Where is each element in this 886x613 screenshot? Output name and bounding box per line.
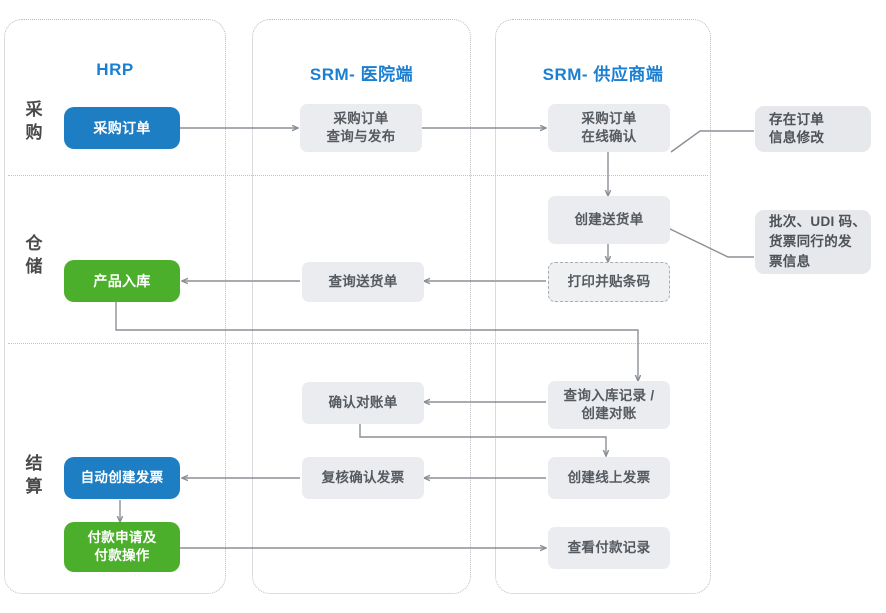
node-create-delivery-note[interactable]: 创建送货单: [548, 196, 670, 244]
row-label-settlement-char-2: 算: [25, 477, 43, 496]
row-label-warehouse-char-1: 仓: [25, 234, 43, 253]
node-create-online-invoice[interactable]: 创建线上发票: [548, 457, 670, 499]
node-purchase-order-hrp[interactable]: 采购订单: [64, 107, 180, 149]
node-product-inbound[interactable]: 产品入库: [64, 260, 180, 302]
node-auto-create-invoice[interactable]: 自动创建发票: [64, 457, 180, 499]
row-label-warehouse: 仓 储: [23, 232, 45, 278]
lane-title-hrp: HRP: [96, 60, 134, 79]
row-label-warehouse-char-2: 储: [25, 257, 43, 276]
row-label-purchase-char-1: 采: [25, 100, 43, 119]
callout-batch-udi-invoice: 批次、UDI 码、 货票同行的发 票信息: [755, 210, 871, 274]
node-po-online-confirm[interactable]: 采购订单 在线确认: [548, 104, 670, 152]
lane-title-srm-supplier: SRM- 供应商端: [542, 65, 664, 84]
node-view-payment-record[interactable]: 查看付款记录: [548, 527, 670, 569]
node-payment-request[interactable]: 付款申请及 付款操作: [64, 522, 180, 572]
row-label-purchase-char-2: 购: [25, 123, 43, 142]
node-confirm-statement[interactable]: 确认对账单: [302, 382, 424, 424]
node-query-delivery-note[interactable]: 查询送货单: [302, 262, 424, 302]
node-print-barcode[interactable]: 打印并贴条码: [548, 262, 670, 302]
node-po-query-publish[interactable]: 采购订单 查询与发布: [300, 104, 422, 152]
node-query-inbound-record[interactable]: 查询入库记录 / 创建对账: [548, 381, 670, 429]
callout-order-info-change: 存在订单 信息修改: [755, 106, 871, 152]
row-label-settlement: 结 算: [23, 452, 45, 498]
divider-warehouse-settlement: [8, 343, 708, 344]
row-label-settlement-char-1: 结: [25, 454, 43, 473]
lane-title-srm-hospital: SRM- 医院端: [309, 65, 414, 84]
node-review-confirm-invoice[interactable]: 复核确认发票: [302, 457, 424, 499]
row-label-purchase: 采 购: [23, 98, 45, 144]
divider-purchase-warehouse: [8, 175, 708, 176]
